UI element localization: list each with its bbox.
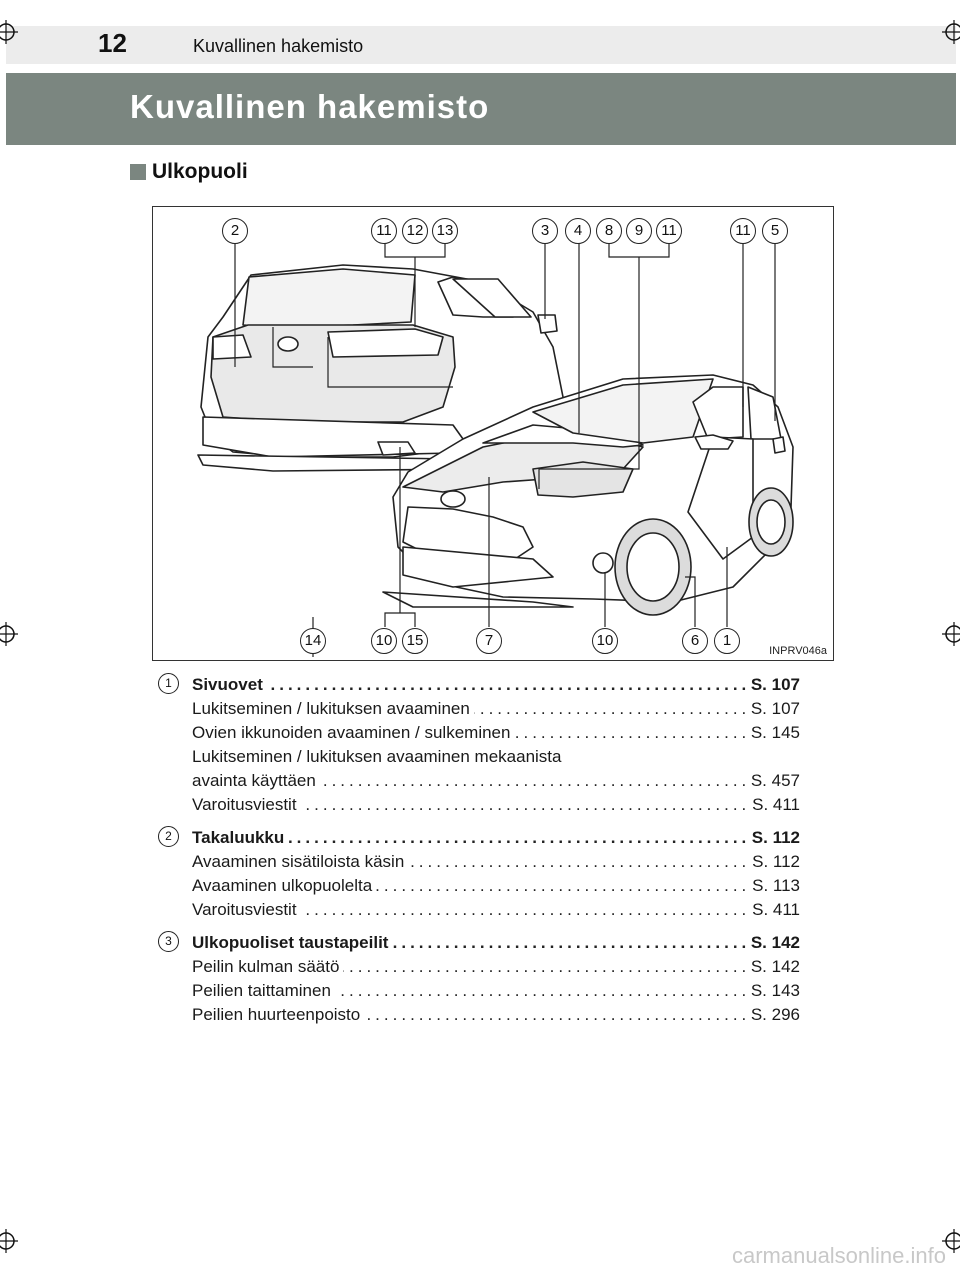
index-line: ........................................…	[192, 1003, 800, 1027]
entry-number: 3	[158, 931, 179, 952]
figure-code: INPRV046a	[769, 645, 827, 657]
entry-label: Peilien huurteenpoisto	[192, 1003, 365, 1027]
dot-leader: ........................................…	[192, 981, 800, 1000]
index-line: ........................................…	[192, 874, 800, 898]
callout-12: 12	[402, 218, 428, 244]
index-line: ........................................…	[192, 769, 800, 793]
callout-15: 15	[402, 628, 428, 654]
vehicle-exterior-figure: 2 11 12 13 3 4 8 9 11 11 5 14 10 15 7 10…	[152, 206, 834, 661]
index-line: ........................................…	[192, 931, 800, 955]
callout-4: 4	[565, 218, 591, 244]
dot-leader: ........................................…	[192, 957, 800, 976]
callout-7: 7	[476, 628, 502, 654]
entry-label: Peilien taittaminen	[192, 979, 335, 1003]
entry-label: avainta käyttäen	[192, 769, 320, 793]
index-line-nodots: Lukitseminen / lukituksen avaaminen meka…	[192, 745, 800, 769]
entry-number: 1	[158, 673, 179, 694]
callout-10: 10	[371, 628, 397, 654]
index-line: ........................................…	[192, 793, 800, 817]
entry-label: Varoitusviestit	[192, 793, 301, 817]
entry-page[interactable]: S. 113	[748, 874, 800, 898]
registration-mark-icon	[942, 622, 960, 646]
registration-mark-icon	[0, 622, 18, 646]
callout-13: 13	[432, 218, 458, 244]
callout-8: 8	[596, 218, 622, 244]
registration-mark-icon	[942, 1229, 960, 1253]
entry-page[interactable]: S. 142	[746, 955, 800, 979]
entry-label: Avaaminen ulkopuolelta	[192, 874, 377, 898]
entry-page[interactable]: S. 143	[746, 979, 800, 1003]
callout-3: 3	[532, 218, 558, 244]
callout-14: 14	[300, 628, 326, 654]
entry-number: 2	[158, 826, 179, 847]
dot-leader: ........................................…	[192, 675, 800, 694]
registration-mark-icon	[0, 20, 18, 44]
chapter-banner	[6, 73, 956, 145]
dot-leader: ........................................…	[192, 795, 800, 814]
index-line: ........................................…	[192, 979, 800, 1003]
entry-page[interactable]: S. 411	[748, 898, 800, 922]
callout-11b: 11	[656, 218, 682, 244]
entry-label: Sivuovet	[192, 673, 267, 697]
callout-6: 6	[682, 628, 708, 654]
registration-mark-icon	[0, 1229, 18, 1253]
registration-mark-icon	[942, 20, 960, 44]
entry-label: Lukitseminen / lukituksen avaaminen	[192, 697, 474, 721]
entry-page[interactable]: S. 107	[746, 673, 800, 697]
vehicle-illustration	[197, 243, 794, 657]
entry-page[interactable]: S. 142	[746, 931, 800, 955]
dot-leader: ........................................…	[192, 828, 800, 847]
dot-leader: ........................................…	[192, 771, 800, 790]
entry-page[interactable]: S. 296	[746, 1003, 800, 1027]
section-marker-icon	[130, 164, 146, 180]
callout-2: 2	[222, 218, 248, 244]
entry-label: Avaaminen sisätiloista käsin	[192, 850, 409, 874]
callout-9: 9	[626, 218, 652, 244]
index-line: ........................................…	[192, 898, 800, 922]
running-header-bar	[6, 26, 956, 64]
entry-page[interactable]: S. 107	[746, 697, 800, 721]
watermark: carmanualsonline.info	[731, 1243, 946, 1268]
entry-page[interactable]: S. 411	[748, 793, 800, 817]
callout-5: 5	[762, 218, 788, 244]
entry-label: Lukitseminen / lukituksen avaaminen meka…	[192, 745, 566, 769]
section-title: Ulkopuoli	[152, 160, 248, 183]
chapter-title: Kuvallinen hakemisto	[130, 88, 490, 125]
callout-1: 1	[714, 628, 740, 654]
entry-page[interactable]: S. 112	[748, 850, 800, 874]
index-line: ........................................…	[192, 721, 800, 745]
running-head: Kuvallinen hakemisto	[193, 36, 364, 56]
callout-10b: 10	[592, 628, 618, 654]
index-line: ........................................…	[192, 955, 800, 979]
entry-label: Peilin kulman säätö	[192, 955, 344, 979]
callout-11c: 11	[730, 218, 756, 244]
callout-11: 11	[371, 218, 397, 244]
entry-page[interactable]: S. 457	[746, 769, 800, 793]
entry-label: Ulkopuoliset taustapeilit	[192, 931, 393, 955]
entry-label: Takaluukku	[192, 826, 289, 850]
entry-label: Ovien ikkunoiden avaaminen / sulkeminen	[192, 721, 515, 745]
entry-page[interactable]: S. 112	[747, 826, 800, 850]
index-line: ........................................…	[192, 697, 800, 721]
dot-leader: ........................................…	[192, 900, 800, 919]
index-line: ........................................…	[192, 673, 800, 697]
index-line: ........................................…	[192, 850, 800, 874]
entry-page[interactable]: S. 145	[746, 721, 800, 745]
page-number: 12	[98, 28, 127, 58]
index-line: ........................................…	[192, 826, 800, 850]
entry-label: Varoitusviestit	[192, 898, 301, 922]
